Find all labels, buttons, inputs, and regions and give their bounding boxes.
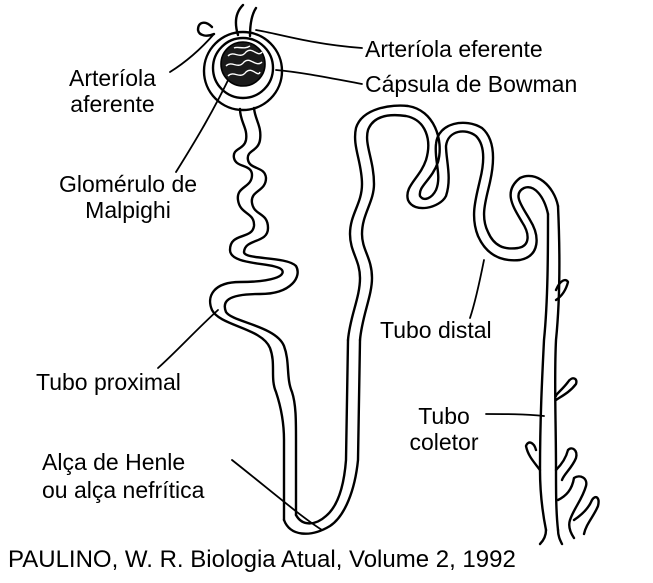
henle-loop-outer [282,338,362,535]
label-arteriola-aferente-line1: Arteríola [69,65,156,91]
duct-branch-3 [524,441,542,472]
label-tubo-coletor-line1: Tubo [418,403,470,429]
collecting-duct-right [553,204,561,532]
leader-capsula-bowman [275,69,363,85]
label-glomerulo-line1: Glomérulo de [58,171,198,197]
collecting-duct-left [538,212,550,532]
leader-alca-henle [231,459,323,531]
label-tubo-coletor-line2: coletor [409,429,479,455]
label-capsula-bowman: Cápsula de Bowman [365,71,578,97]
label-arteriola-aferente-line2: aferente [70,91,155,117]
bowman-capsule-inner [211,36,275,100]
duct-branch-7 [572,495,600,536]
label-tubo-proximal: Tubo proximal [36,369,181,395]
leader-tubo-proximal [157,309,219,369]
proximal-tubule-right [223,106,299,517]
leader-tubo-coletor [485,413,545,417]
henle-loop-inner [294,338,350,525]
duct-branch-1 [554,278,570,302]
label-alca-henle-line2: ou alça nefrítica [42,477,205,503]
label-tubo-distal: Tubo distal [380,317,492,343]
duct-branch-4 [554,447,578,482]
proximal-tubule-left [208,107,286,522]
glomerulus-tuft [220,41,266,87]
label-arteriola-eferente: Arteríola eferente [365,36,543,62]
leader-arteriola-eferente [255,29,363,49]
leader-arteriola-aferente [169,33,215,73]
ascending-limb-inner [346,104,560,342]
ascending-limb-outer [358,113,550,342]
leader-tubo-distal [469,259,485,319]
leader-glomerulo [175,71,233,173]
source-caption: PAULINO, W. R. Biologia Atual, Volume 2,… [8,546,516,573]
label-alca-henle-line1: Alça de Henle [42,449,186,475]
duct-branch-5 [556,475,588,540]
duct-branch-6 [538,528,564,546]
duct-branch-2 [554,377,578,402]
afferent-arteriole [196,21,216,37]
label-glomerulo-line2: Malpighi [85,197,171,223]
